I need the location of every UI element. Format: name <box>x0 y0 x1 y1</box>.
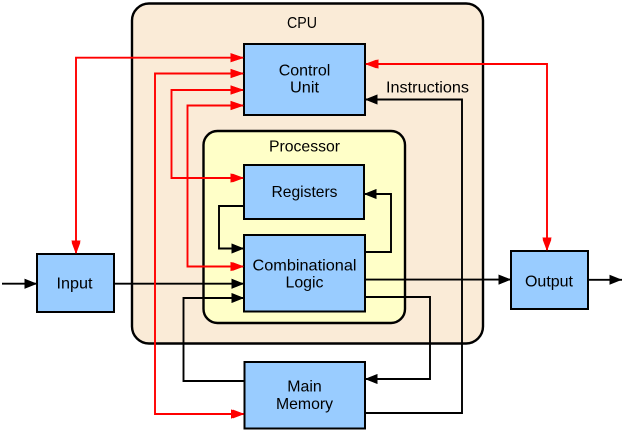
svg-text:Control: Control <box>279 63 331 80</box>
svg-text:Combinational: Combinational <box>253 258 357 275</box>
svg-text:Registers: Registers <box>272 184 338 201</box>
svg-text:Main: Main <box>287 379 322 396</box>
svg-text:Input: Input <box>57 276 94 293</box>
svg-text:Processor: Processor <box>269 139 341 156</box>
svg-text:Instructions: Instructions <box>386 80 469 97</box>
svg-text:Unit: Unit <box>290 80 320 97</box>
svg-text:Memory: Memory <box>276 396 333 413</box>
svg-text:Logic: Logic <box>286 275 324 292</box>
svg-text:Output: Output <box>525 274 574 291</box>
svg-text:CPU: CPU <box>287 15 317 32</box>
